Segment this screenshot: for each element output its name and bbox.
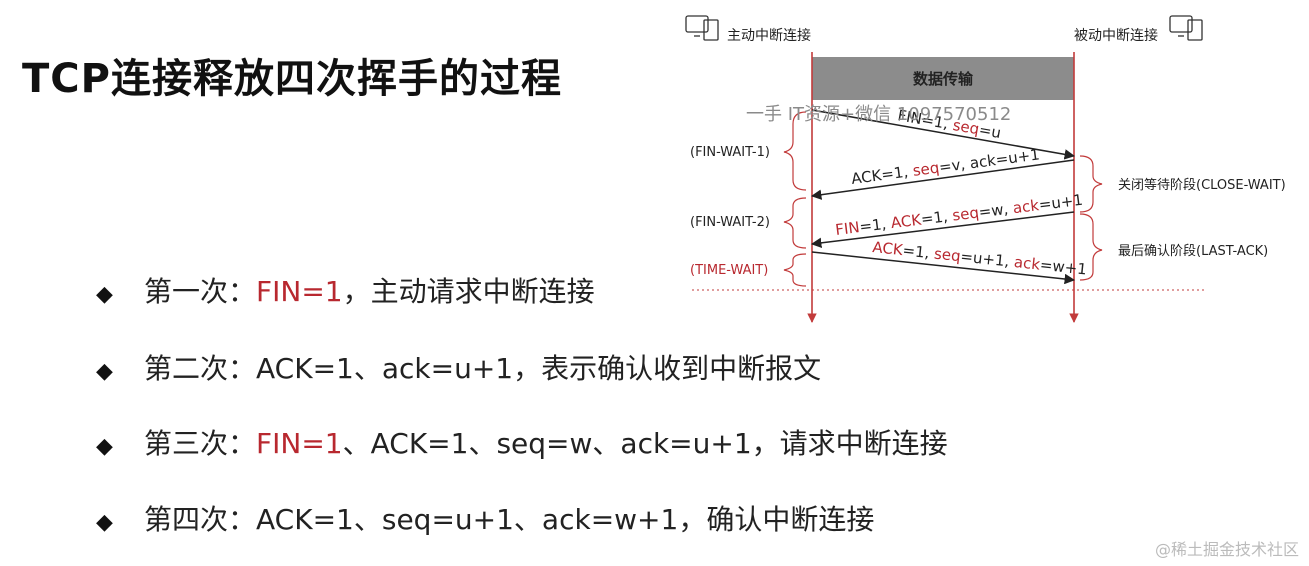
message-label-segment: seq [951,116,980,138]
diamond-bullet-icon: ◆ [96,434,113,459]
right-brace-1 [1079,155,1103,213]
bullet-text-segment: 第一次： [144,275,257,308]
message-label-segment: =1, [858,214,892,236]
bullet-item-3: ◆ 第三次：FIN=1、ACK=1、seq=w、ack=u+1，请求中断连接 [96,424,948,467]
message-label-segment: ACK [890,210,923,232]
bullet-text-segment: FIN=1 [256,427,343,460]
message-label-segment: FIN [834,218,860,239]
message-label-segment: =u [978,121,1003,143]
state-last-ack: 最后确认阶段(LAST-ACK) [1118,244,1268,259]
monitor-icon [1169,15,1203,41]
message-label-segment: seq [912,159,941,180]
bullet-text-segment: 、ACK=1、seq=w、ack=u+1，请求中断连接 [342,427,948,460]
message-arrow-4 [811,251,1076,285]
message-label-segment: ACK=1, [850,162,914,188]
bullet-text: 第四次：ACK=1、seq=u+1、ack=w+1，确认中断连接 [144,503,874,536]
bullet-text-segment: 第三次： [144,427,257,460]
state-close-wait: 关闭等待阶段(CLOSE-WAIT) [1118,177,1286,193]
right-brace-2 [1079,213,1103,281]
message-label-3: FIN=1, ACK=1, seq=w, ack=u+1 [834,191,1084,239]
message-label-segment: =w, [978,199,1014,221]
message-label-segment: =1, [902,241,935,262]
message-label-segment: seq [951,203,980,224]
bullet-text-segment: FIN=1 [256,275,343,308]
client-label: 主动中断连接 [727,27,811,44]
server-label: 被动中断连接 [1074,27,1158,44]
message-arrow-1 [811,109,1076,160]
message-label-segment: ack [1012,196,1040,217]
bullet-text: 第三次：FIN=1、ACK=1、seq=w、ack=u+1，请求中断连接 [144,427,948,460]
data-transfer-label: 数据传输 [913,70,974,88]
diamond-bullet-icon: ◆ [96,282,113,307]
message-label-segment: =u+1, [960,247,1015,271]
left-brace-3 [783,253,807,287]
bullet-item-1: ◆ 第一次：FIN=1，主动请求中断连接 [96,272,595,315]
message-arrow-3 [810,211,1075,249]
site-watermark: @稀土掘金技术社区 [1154,540,1299,559]
bullet-text-segment: 第二次：ACK=1、ack=u+1，表示确认收到中断报文 [144,352,822,385]
monitor-icon [685,15,719,41]
bullet-text-segment: ，主动请求中断连接 [342,275,595,308]
message-label-2: ACK=1, seq=v, ack=u+1 [850,145,1041,188]
message-label-segment: =1, [920,207,954,229]
state-time-wait: (TIME-WAIT) [690,263,768,278]
message-label-segment: ack [1013,253,1041,274]
overlay-watermark: 一手 IT资源+微信 1097570512 [746,104,1012,125]
state-fin-wait-1: (FIN-WAIT-1) [690,145,770,160]
bullet-item-2: ◆ 第二次：ACK=1、ack=u+1，表示确认收到中断报文 [96,349,821,392]
left-brace-1 [783,111,807,191]
bullet-item-4: ◆ 第四次：ACK=1、seq=u+1、ack=w+1，确认中断连接 [96,500,874,543]
message-arrow-2 [810,159,1075,200]
state-fin-wait-2: (FIN-WAIT-2) [690,215,770,230]
bullet-text: 第一次：FIN=1，主动请求中断连接 [144,275,595,308]
message-label-segment: seq [933,245,961,266]
diamond-bullet-icon: ◆ [96,510,113,535]
tcp-handshake-diagram: 主动中断连接 被动中断连接 数据传输 FIN=1, seq=u ACK=1, s… [685,15,1286,323]
diamond-bullet-icon: ◆ [96,359,113,384]
bullet-text: 第二次：ACK=1、ack=u+1，表示确认收到中断报文 [144,352,821,385]
page-title: TCP连接释放四次挥手的过程 [22,56,562,102]
left-brace-2 [783,197,807,249]
message-label-4: ACK=1, seq=u+1, ack=w+1 [872,238,1088,278]
data-transfer-box [812,57,1074,100]
message-label-segment: ACK [872,238,905,259]
message-label-segment: =u+1 [1038,191,1084,214]
bullet-text-segment: 第四次：ACK=1、seq=u+1、ack=w+1，确认中断连接 [144,503,875,536]
message-label-segment: =w+1 [1039,256,1088,279]
